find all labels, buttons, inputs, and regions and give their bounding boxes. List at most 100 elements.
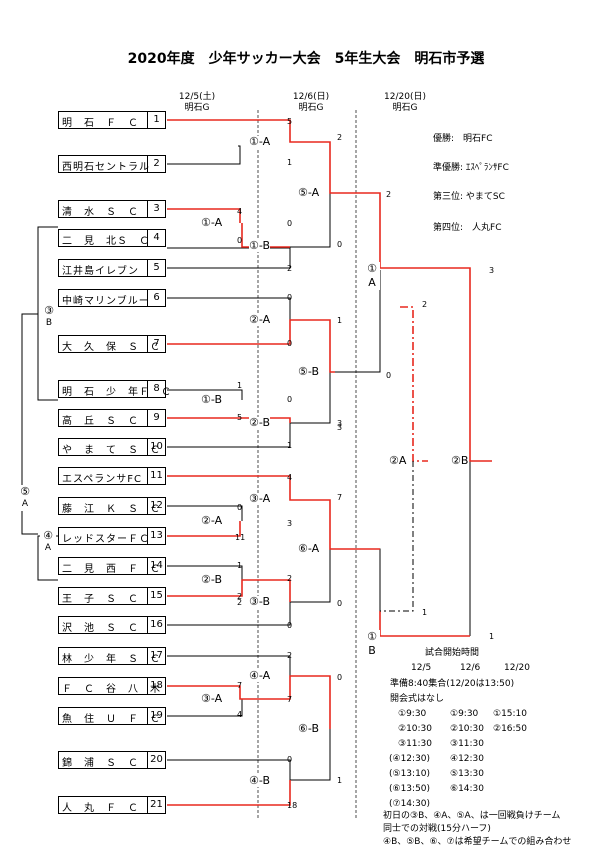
schedule-time: ②16:50	[493, 724, 528, 734]
team-number: 20	[147, 752, 165, 768]
match-label: ⑥-A	[298, 542, 320, 555]
score: 2	[287, 574, 293, 583]
team-name: 西明石セントラル	[62, 162, 150, 173]
schedule-time: ④12:30	[450, 754, 485, 764]
schedule-time: ⑤13:30	[450, 769, 485, 779]
team-name: Ｆ Ｃ 谷 八 木	[62, 684, 161, 695]
match-number: ③	[44, 304, 54, 317]
match-label: ①-B	[201, 393, 222, 406]
score: 2	[386, 190, 392, 199]
score: 1	[337, 776, 343, 785]
match-label: ③-A	[201, 692, 223, 705]
match-letter: B	[368, 644, 376, 657]
column-date: 12/5(土)	[178, 92, 216, 102]
team-number: 13	[147, 528, 165, 544]
column-date: 12/6(日)	[292, 92, 330, 102]
match-label-final: ②B	[451, 454, 469, 467]
score: 0	[287, 293, 293, 302]
score: 7	[237, 681, 243, 690]
match-letter: A	[44, 543, 52, 553]
score: 2	[287, 264, 293, 273]
score: 2	[287, 651, 293, 660]
team-name: 明 石 少 年Ｆ Ｃ	[62, 387, 172, 398]
team-name: 中崎マリンブルー	[62, 296, 150, 307]
score: 11	[235, 533, 246, 542]
team-name: レッドスターＦＣ	[62, 534, 150, 545]
match-letter: B	[45, 318, 53, 328]
score: 3	[287, 519, 293, 528]
consolation-label: ④ A	[40, 529, 56, 555]
score: 5	[287, 117, 293, 126]
score: 7	[337, 493, 343, 502]
schedule-time: ①9:30	[450, 709, 479, 719]
result-third: 第三位: やまてSC	[433, 192, 505, 202]
team-number: 11	[147, 468, 165, 484]
schedule-time: ③11:30	[450, 739, 485, 749]
schedule-time: ②10:30	[450, 724, 485, 734]
page-title: 2020年度 少年サッカー大会 5年生大会 明石市予選	[127, 51, 485, 67]
team-number: 16	[147, 617, 165, 633]
match-letter: A	[368, 276, 376, 289]
score: 3	[337, 419, 343, 428]
team-number: 3	[147, 201, 165, 217]
match-label: ③-A	[249, 492, 271, 505]
loser-bracket	[21, 145, 471, 781]
column-venue: 明石G	[184, 103, 210, 113]
match-label-semi-b: ① B	[364, 630, 380, 658]
score: 2	[237, 598, 243, 607]
score: 2	[337, 133, 343, 142]
team-name: 二 見 西 Ｆ Ｃ	[62, 564, 161, 575]
score: 4	[237, 207, 243, 216]
third-place-dash-black	[380, 461, 414, 612]
team-number: 9	[147, 410, 165, 426]
match-number: ①	[367, 630, 377, 643]
score: 0	[337, 599, 343, 608]
column-venue: 明石G	[392, 103, 418, 113]
consolation-label: ③ B	[41, 304, 57, 330]
consolation-label: ⑤ A	[17, 485, 33, 511]
score: 2	[422, 300, 428, 309]
match-label-third-place: ②A	[389, 454, 407, 467]
score: 1	[422, 608, 428, 617]
score: 0	[287, 621, 293, 630]
team-number: 8	[147, 381, 165, 397]
score: 0	[237, 503, 243, 512]
score: 0	[337, 673, 343, 682]
match-label: ⑥-B	[298, 722, 319, 735]
schedule-heading: 試合開始時間	[425, 648, 480, 658]
score: 7	[287, 695, 293, 704]
score: 3	[337, 423, 343, 432]
team-number: 14	[147, 558, 165, 574]
team-number: 19	[147, 708, 165, 724]
third-place-dash	[400, 306, 428, 462]
result-fourth: 第四位: 人丸FC	[433, 223, 502, 233]
score: 0	[386, 371, 392, 380]
team-name: 明 石 Ｆ Ｃ	[62, 118, 139, 129]
team-number: 12	[147, 498, 165, 514]
score: 1	[337, 316, 343, 325]
column-header-day1: 12/5(土) 明石G	[167, 92, 227, 114]
match-label: ⑤-A	[298, 186, 320, 199]
match-number: ④	[43, 529, 53, 542]
team-name: 江井島イレブン	[62, 266, 139, 277]
team-name: 藤 江 Ｋ Ｓ Ｃ	[62, 504, 161, 515]
match-label: ④-B	[249, 774, 270, 787]
team-number: 1	[147, 112, 165, 128]
match-letter: A	[21, 499, 29, 509]
score: 4	[237, 710, 243, 719]
schedule-ceremony: 開会式はなし	[390, 694, 445, 704]
match-label: ②-B	[201, 573, 222, 586]
team-number: 15	[147, 588, 165, 604]
schedule-date: 12/20	[504, 663, 530, 673]
schedule-time: ①15:10	[493, 709, 528, 719]
schedule-time: ②10:30	[398, 724, 433, 734]
column-header-day3: 12/20(日) 明石G	[375, 92, 435, 114]
